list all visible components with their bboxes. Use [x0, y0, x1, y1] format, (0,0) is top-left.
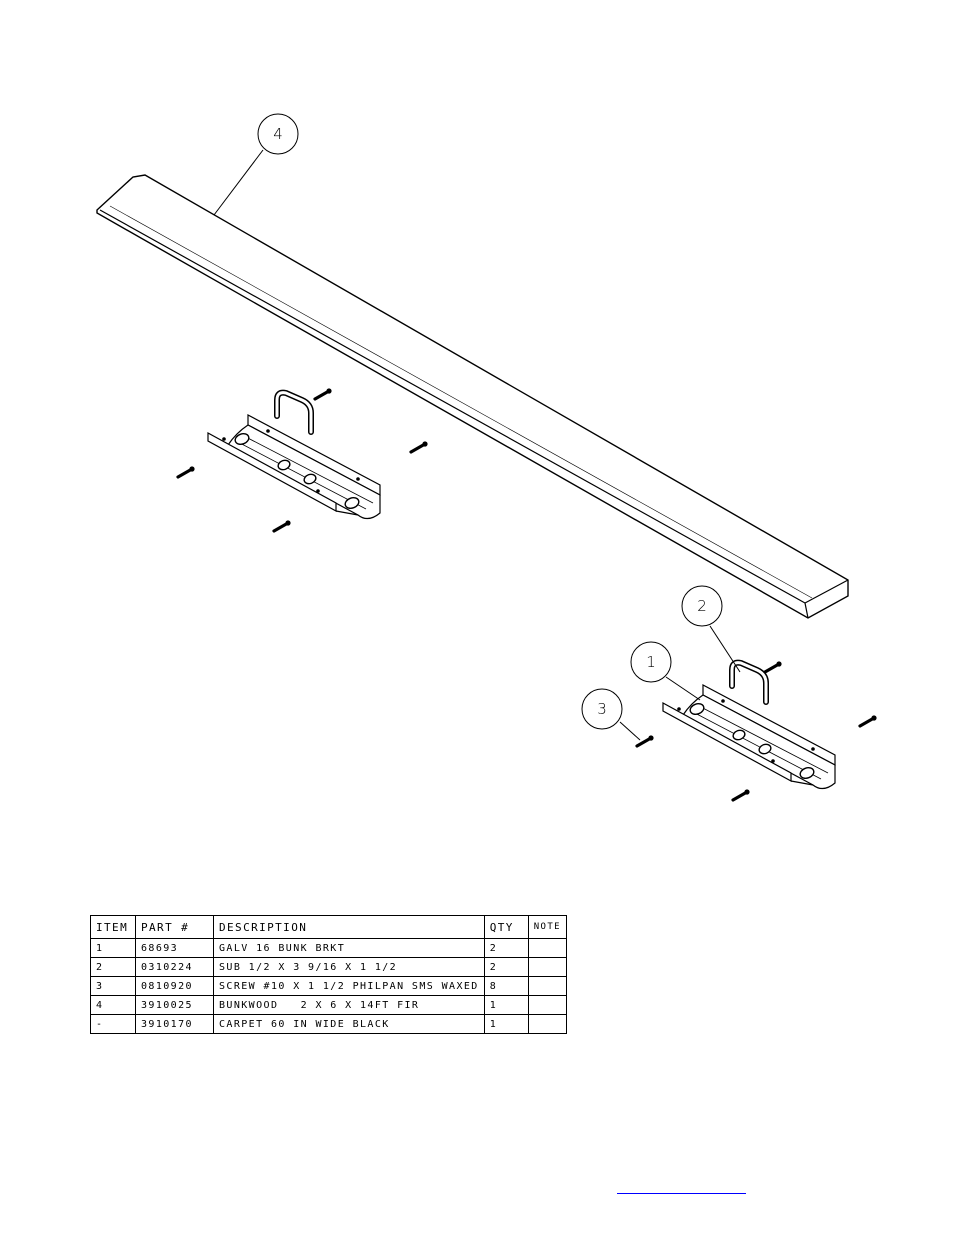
cell-item: 1	[90, 938, 136, 958]
cell-qty: 1	[483, 1014, 529, 1034]
callout-2: 2	[681, 585, 723, 627]
cell-description: CARPET 60 IN WIDE BLACK	[213, 1014, 485, 1034]
header-note: NOTE	[527, 915, 568, 939]
leader-4	[213, 149, 264, 216]
bom-header-row: ITEM PART # DESCRIPTION QTY NOTE	[90, 915, 568, 939]
cell-qty: 8	[483, 976, 529, 996]
table-row: 2 0310224 SUB 1/2 X 3 9/16 X 1 1/2 2	[90, 957, 568, 977]
cell-part: 3910170	[135, 1014, 214, 1034]
leader-2	[709, 625, 741, 673]
callout-1: 1	[630, 641, 672, 683]
cell-item: 2	[90, 957, 136, 977]
screw-left-2	[409, 439, 430, 454]
cell-description: SCREW #10 X 1 1/2 PHILPAN SMS WAXED	[213, 976, 485, 996]
table-row: 1 68693 GALV 16 BUNK BRKT 2	[90, 938, 568, 958]
screw-right-2	[858, 713, 879, 728]
cell-item: 3	[90, 976, 136, 996]
bracket-left	[207, 414, 381, 520]
cell-note	[527, 1014, 568, 1034]
cell-qty: 2	[483, 938, 529, 958]
ubolt-right	[732, 663, 766, 702]
screw-right-3	[635, 733, 656, 748]
cell-part: 3910025	[135, 995, 214, 1015]
cell-part: 68693	[135, 938, 214, 958]
cell-description: GALV 16 BUNK BRKT	[213, 938, 485, 958]
cell-part: 0810920	[135, 976, 214, 996]
table-row: 3 0810920 SCREW #10 X 1 1/2 PHILPAN SMS …	[90, 976, 568, 996]
screw-right-4	[731, 787, 752, 802]
header-qty: QTY	[483, 915, 529, 939]
bill-of-materials-table: ITEM PART # DESCRIPTION QTY NOTE 1 68693…	[90, 915, 568, 1034]
cell-qty: 2	[483, 957, 529, 977]
cell-note	[527, 938, 568, 958]
table-row: - 3910170 CARPET 60 IN WIDE BLACK 1	[90, 1014, 568, 1034]
cell-part: 0310224	[135, 957, 214, 977]
cell-note	[527, 957, 568, 977]
footer-hyperlink-underline[interactable]	[617, 1181, 746, 1194]
table-row: 4 3910025 BUNKWOOD 2 X 6 X 14FT FIR 1	[90, 995, 568, 1015]
svg-text:4: 4	[273, 125, 283, 143]
cell-description: SUB 1/2 X 3 9/16 X 1 1/2	[213, 957, 485, 977]
screw-left-1	[313, 386, 334, 401]
cell-qty: 1	[483, 995, 529, 1015]
svg-text:3: 3	[597, 700, 607, 718]
callout-3: 3	[581, 688, 623, 730]
leader-1	[665, 676, 701, 701]
bunk-board	[96, 174, 849, 619]
cell-note	[527, 995, 568, 1015]
header-description: DESCRIPTION	[213, 915, 485, 939]
screw-left-4	[272, 518, 293, 533]
cell-item: -	[90, 1014, 136, 1034]
cell-description: BUNKWOOD 2 X 6 X 14FT FIR	[213, 995, 485, 1015]
cell-note	[527, 976, 568, 996]
svg-text:1: 1	[646, 653, 656, 671]
ubolt-left	[277, 393, 311, 432]
svg-text:2: 2	[697, 597, 707, 615]
cell-item: 4	[90, 995, 136, 1015]
screw-left-3	[176, 464, 197, 479]
screw-right-1	[763, 659, 784, 674]
bracket-right	[662, 684, 836, 790]
header-part: PART #	[135, 915, 214, 939]
callout-4: 4	[257, 113, 299, 155]
header-item: ITEM	[90, 915, 136, 939]
leader-3	[619, 721, 641, 741]
